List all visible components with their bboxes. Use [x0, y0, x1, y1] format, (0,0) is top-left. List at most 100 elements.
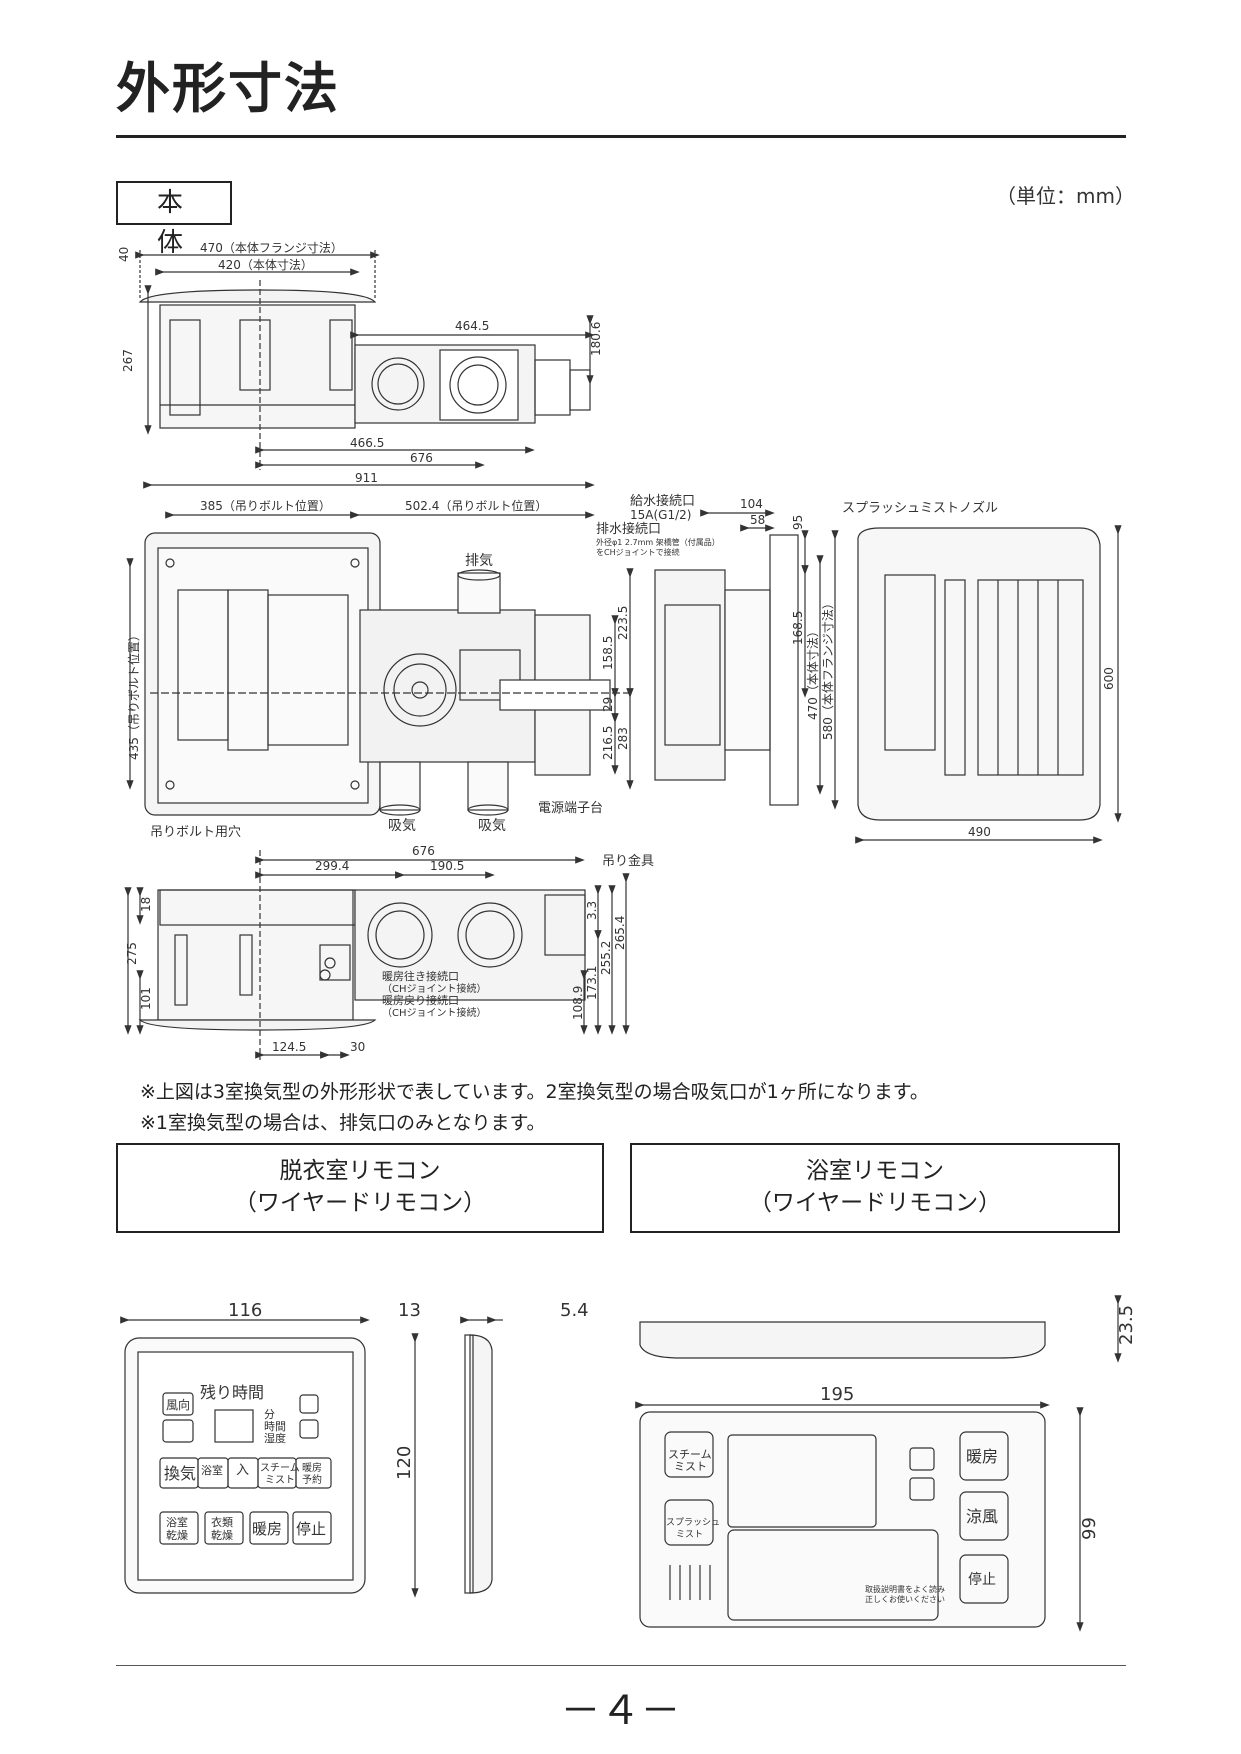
dim-173-1: 173.1 [585, 966, 599, 1000]
dim-124-5: 124.5 [272, 1040, 306, 1054]
side-view-labels: 676 299.4 190.5 18 275 101 3.3 255.2 265… [125, 844, 654, 1054]
dim-40: 40 [117, 247, 131, 262]
dim-190-5: 190.5 [430, 859, 464, 873]
dim-299-4: 299.4 [315, 859, 349, 873]
dim-275: 275 [125, 942, 139, 965]
dim-600: 600 [1102, 667, 1116, 690]
label-hour: 時間 [264, 1420, 286, 1433]
dim-267: 267 [121, 349, 135, 372]
btn-bath-steam-2: ミスト [674, 1460, 707, 1473]
bath-caution-1: 取扱説明書をよく読み [865, 1584, 945, 1594]
btn-heating: 暖房 [252, 1520, 282, 1538]
btn-dry-bath: 浴室 [166, 1515, 188, 1529]
label-drain: 排水接続口 [596, 521, 661, 537]
plan-view-side-unit [654, 509, 839, 810]
dressing-remote-labels: 116 13 5.4 120 風向 残り時間 分 時間 湿度 換気 浴室 入 ス… [164, 1300, 589, 1542]
dim-bath-remote-195: 195 [820, 1384, 854, 1405]
dressing-remote-subtitle: （ワイヤードリモコン） [233, 1190, 487, 1216]
btn-preheat: 暖房 [302, 1461, 322, 1474]
label-min: 分 [264, 1408, 275, 1421]
btn-wind: 風向 [166, 1397, 190, 1412]
label-hanger: 吊り金具 [602, 853, 654, 869]
dim-29: 29 [601, 697, 615, 712]
dim-58: 58 [750, 513, 765, 527]
plan-view-labels: 385（吊りボルト位置） 502.4（吊りボルト位置） 435（吊りボルト位置）… [126, 493, 1116, 840]
dim-283: 283 [616, 727, 630, 750]
dim-466-5: 466.5 [350, 436, 384, 450]
dim-223-5: 223.5 [616, 606, 630, 640]
label-intake-1: 吸気 [388, 818, 416, 834]
dim-body-width: 420（本体寸法） [218, 258, 313, 272]
dim-470-body: 470（本体寸法） [806, 625, 820, 720]
dim-580-flange: 580（本体フランジ寸法） [821, 597, 835, 740]
title-rule [116, 135, 1126, 138]
dim-bolt-502: 502.4（吊りボルト位置） [405, 498, 547, 513]
dim-464-5: 464.5 [455, 319, 489, 333]
dim-remote-5-4: 5.4 [560, 1300, 589, 1321]
btn-steam-2: ミスト [265, 1475, 295, 1486]
label-exhaust: 排気 [465, 553, 493, 569]
btn-bath-cool: 涼風 [966, 1507, 998, 1526]
dim-255-2: 255.2 [599, 941, 613, 975]
dressing-remote-drawing [120, 1316, 503, 1598]
btn-preheat-2: 予約 [302, 1473, 322, 1486]
side-view [124, 850, 630, 1060]
dim-30: 30 [350, 1040, 365, 1054]
btn-dry-clothes-2: 乾燥 [211, 1529, 233, 1542]
btn-on: 入 [236, 1463, 249, 1478]
dim-216-5: 216.5 [601, 726, 615, 760]
dim-bath-remote-23-5: 23.5 [1116, 1305, 1137, 1345]
label-drain-note-1: 外径φ1 2.7mm 架橋管（付属品） [596, 537, 720, 547]
label-heat-in-sub: （CHジョイント接続） [382, 982, 487, 995]
btn-ventilate: 換気 [164, 1464, 196, 1483]
dim-flange-width: 470（本体フランジ寸法） [200, 241, 343, 255]
bathroom-remote-title-box: 浴室リモコン （ワイヤードリモコン） [630, 1143, 1120, 1233]
label-water-supply-spec: 15A(G1/2) [630, 508, 691, 522]
dressing-remote-title: 脱衣室リモコン [279, 1158, 441, 1184]
dim-remote-116: 116 [228, 1300, 262, 1321]
btn-bath-splash-2: ミスト [676, 1530, 703, 1540]
note-2: ※1室換気型の場合は、排気口のみとなります。 [140, 1112, 546, 1134]
dim-180-6: 180.6 [589, 322, 603, 356]
btn-bath-heating: 暖房 [966, 1447, 998, 1466]
btn-bath-steam: スチーム [668, 1448, 712, 1461]
dim-676-top: 676 [410, 451, 433, 465]
plan-view [126, 511, 634, 816]
btn-bath-stop: 停止 [968, 1571, 996, 1588]
page-number: －４－ [560, 1688, 681, 1734]
label-heat-out: 暖房戻り接続口 [382, 993, 459, 1007]
dim-101: 101 [139, 987, 153, 1010]
btn-steam: スチーム [260, 1462, 300, 1474]
label-intake-2: 吸気 [478, 818, 506, 834]
label-heat-in: 暖房往き接続口 [382, 969, 459, 983]
btn-bath-splash: スプラッシュ [666, 1517, 720, 1528]
dim-remote-13: 13 [398, 1300, 421, 1321]
label-terminal: 電源端子台 [538, 801, 603, 816]
unit-label: （単位：mm） [996, 184, 1135, 208]
dim-bath-remote-99: 99 [1079, 1517, 1100, 1540]
dim-bolt-385: 385（吊りボルト位置） [200, 498, 331, 513]
bathroom-remote-title: 浴室リモコン [806, 1158, 944, 1184]
note-1: ※上図は3室換気型の外形形状で表しています。2室換気型の場合吸気口が1ヶ所になり… [140, 1081, 929, 1103]
dim-158-5: 158.5 [601, 636, 615, 670]
bathroom-remote-subtitle: （ワイヤードリモコン） [748, 1190, 1002, 1216]
label-nozzle: スプラッシュミストノズル [842, 500, 998, 516]
label-bolt-hole: 吊りボルト用穴 [150, 825, 241, 840]
footer-rule [116, 1665, 1126, 1666]
btn-dry-clothes: 衣類 [211, 1515, 233, 1529]
label-heat-out-sub: （CHジョイント接続） [382, 1006, 487, 1019]
dim-108-9: 108.9 [571, 986, 585, 1020]
dim-bolt-435: 435（吊りボルト位置） [126, 629, 141, 760]
top-view [135, 250, 595, 489]
bathroom-remote-drawing [635, 1295, 1122, 1632]
dim-remote-120: 120 [394, 1446, 415, 1480]
dim-18: 18 [139, 897, 153, 912]
dim-168-5: 168.5 [791, 611, 805, 645]
top-view-labels: 470（本体フランジ寸法） 420（本体寸法） 40 267 464.5 180… [117, 241, 603, 485]
bath-caution-2: 正しくお使いください [865, 1594, 945, 1604]
dim-104: 104 [740, 497, 763, 511]
label-water-supply: 給水接続口 [630, 493, 695, 509]
dim-490: 490 [968, 825, 991, 839]
plan-view-front-panel [855, 525, 1122, 844]
